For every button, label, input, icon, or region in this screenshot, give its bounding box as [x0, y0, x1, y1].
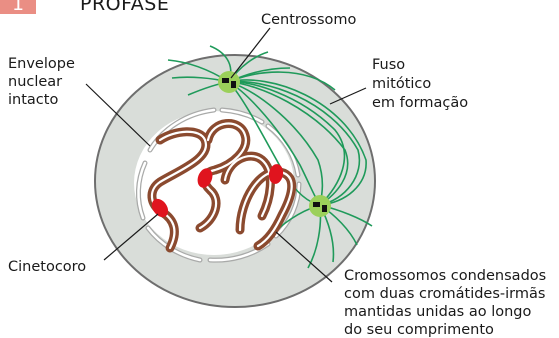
label-kinetochore: Cinetocoro: [8, 259, 86, 275]
cell: [95, 46, 375, 307]
label-spindle: Fuso mitótico em formação: [372, 57, 468, 111]
centrosome-top: [218, 71, 240, 93]
label-centrosome: Centrossomo: [261, 12, 357, 28]
label-chromosomes: Cromossomos condensados com duas cromáti…: [344, 268, 551, 338]
label-envelope: Envelope nuclear intacto: [8, 56, 80, 108]
step-number: 1: [12, 0, 24, 15]
centrosome-bottom: [309, 195, 331, 217]
step-title: PRÓFASE: [80, 0, 169, 15]
